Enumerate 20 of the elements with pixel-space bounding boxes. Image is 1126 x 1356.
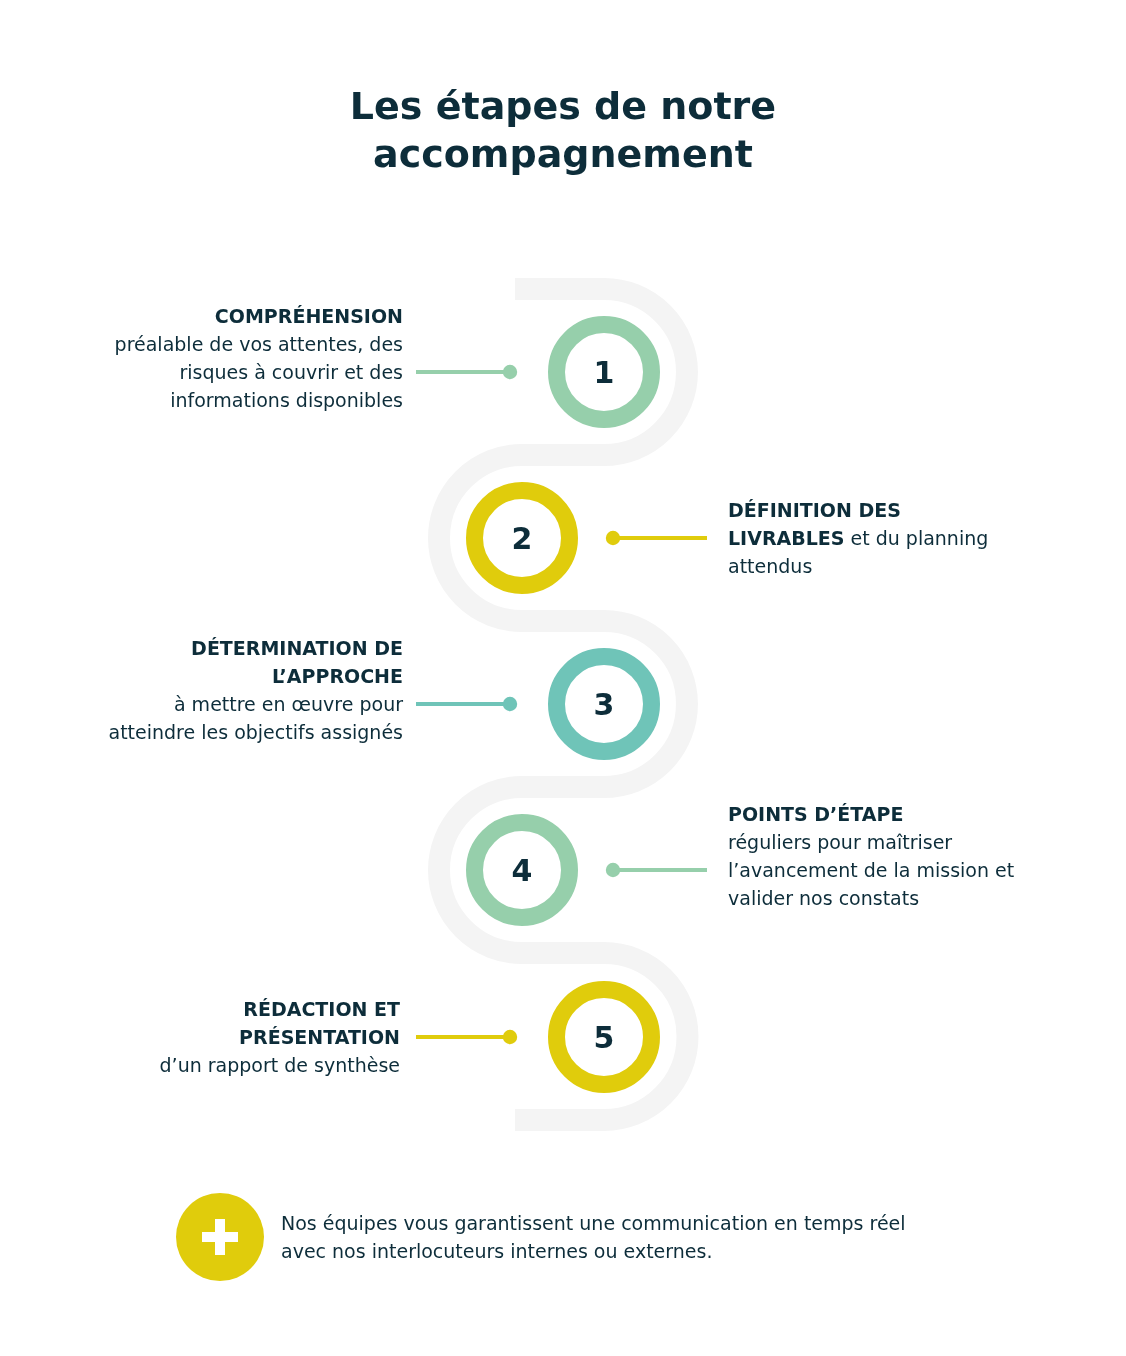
step-number: 1 [593,354,615,390]
step-number: 3 [593,686,615,722]
leader-line [416,1029,518,1045]
leader-line [605,862,707,878]
step-number: 4 [511,852,533,888]
step-heading: POINTS D’ÉTAPE [728,802,905,827]
footnote: Nos équipes vous garantissent une communication en temps réel avec nos interlocuteurs internes ou externes. [281,1211,907,1264]
title: Les étapes de notre accompagnement [348,83,778,178]
step-description: réguliers pour maîtriser l’avancement de la mission et valider nos constats [728,830,1016,911]
step-number: 5 [593,1019,615,1055]
leader-line [605,530,707,546]
step-description: d’un rapport de synthèse [158,1053,400,1078]
leader-line [416,364,518,380]
step-number: 2 [511,520,533,556]
step-heading: COMPRÉHENSION [213,304,403,329]
leader-line [416,696,518,712]
step-description: DÉFINITION DES LIVRABLES et du planning attendus [728,498,990,579]
step-description: à mettre en œuvre pour atteindre les objectifs assignés [107,692,403,745]
step-heading: RÉDACTION ET PRÉSENTATION [238,997,400,1050]
step-description: préalable de vos attentes, des risques à couvrir et des informations disponibles [113,332,403,413]
